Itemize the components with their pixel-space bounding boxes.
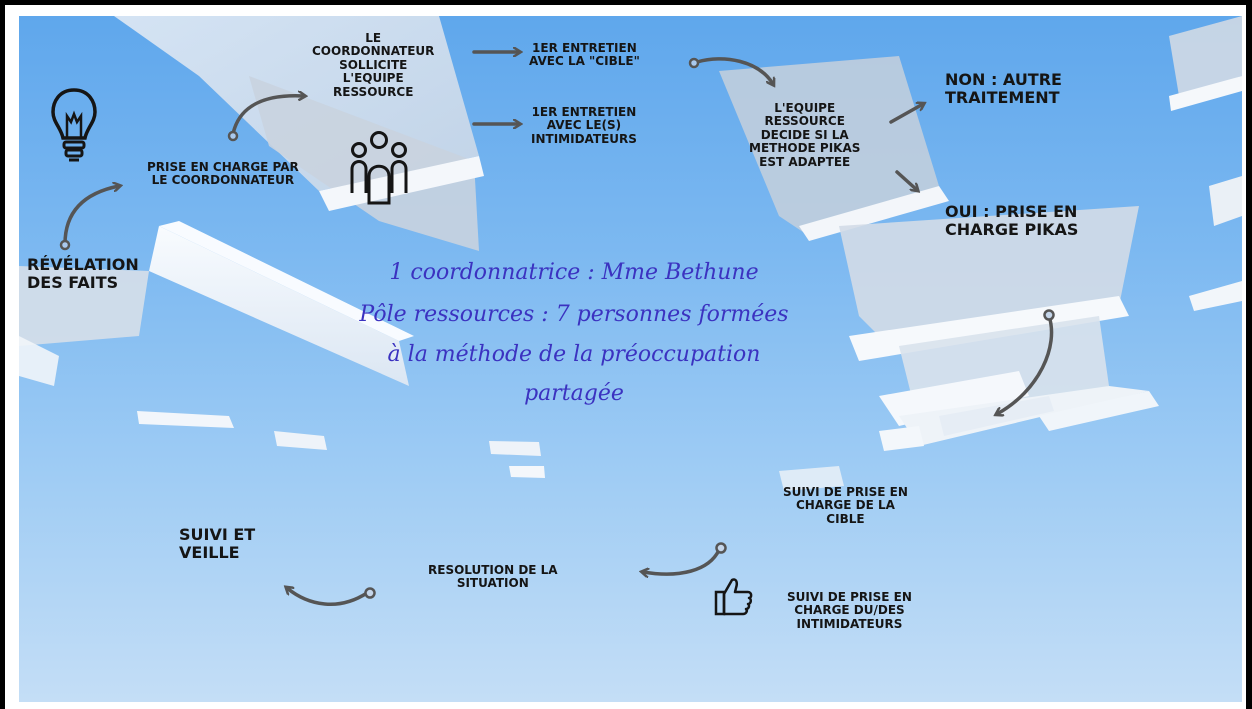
center-line-1: 1 coordonnatrice : Mme Bethune bbox=[389, 260, 759, 285]
node-suivi-veille: SUIVI ET VEILLE bbox=[179, 525, 256, 562]
background-slabs bbox=[19, 16, 1242, 491]
center-line-4: partagée bbox=[524, 381, 624, 406]
diagram-canvas: RÉVÉLATION DES FAITS PRISE EN CHARGE PAR… bbox=[19, 16, 1242, 702]
thumbs-up-icon bbox=[714, 578, 753, 616]
node-oui: OUI : PRISE EN CHARGE PIKAS bbox=[945, 202, 1079, 239]
group-icon bbox=[350, 131, 408, 205]
arrow-resolution-to-veille bbox=[287, 588, 369, 606]
flow-arrows bbox=[59, 16, 1055, 606]
center-line-3: à la méthode de la préoccupation bbox=[387, 342, 761, 367]
node-entretien-intimidateurs: 1ER ENTRETIEN AVEC LE(S) INTIMIDATEURS bbox=[531, 105, 637, 146]
arrow-suivi-to-resolution bbox=[643, 548, 721, 574]
node-entretien-cible: 1ER ENTRETIEN AVEC LA "CIBLE" bbox=[529, 41, 640, 69]
node-prise-en-charge: PRISE EN CHARGE PAR LE COORDONNATEUR bbox=[147, 160, 299, 188]
arrow-prise-to-coordonnateur bbox=[231, 96, 304, 136]
arrow-oui-to-suivi bbox=[997, 314, 1054, 414]
node-non: NON : AUTRE TRAITEMENT bbox=[945, 70, 1062, 107]
arrow-cible-to-equipe bbox=[695, 57, 773, 84]
node-suivi-cible: SUIVI DE PRISE EN CHARGE DE LA CIBLE bbox=[783, 485, 908, 526]
arrow-revelation-to-prise bbox=[63, 186, 119, 246]
node-revelation: RÉVÉLATION DES FAITS bbox=[27, 255, 139, 292]
node-resolution: RESOLUTION DE LA SITUATION bbox=[428, 563, 558, 591]
node-suivi-intimidateurs: SUIVI DE PRISE EN CHARGE DU/DES INTIMIDA… bbox=[787, 590, 912, 631]
node-coordonnateur: LE COORDONNATEUR SOLLICITE L'EQUIPE RESS… bbox=[312, 31, 435, 99]
lightbulb-icon bbox=[51, 88, 97, 162]
center-line-2: Pôle ressources : 7 personnes formées bbox=[359, 302, 789, 327]
arrow-to-oui bbox=[895, 170, 917, 190]
arrow-to-non bbox=[889, 104, 923, 124]
node-equipe-decide: L'EQUIPE RESSOURCE DECIDE SI LA METHODE … bbox=[749, 101, 861, 169]
